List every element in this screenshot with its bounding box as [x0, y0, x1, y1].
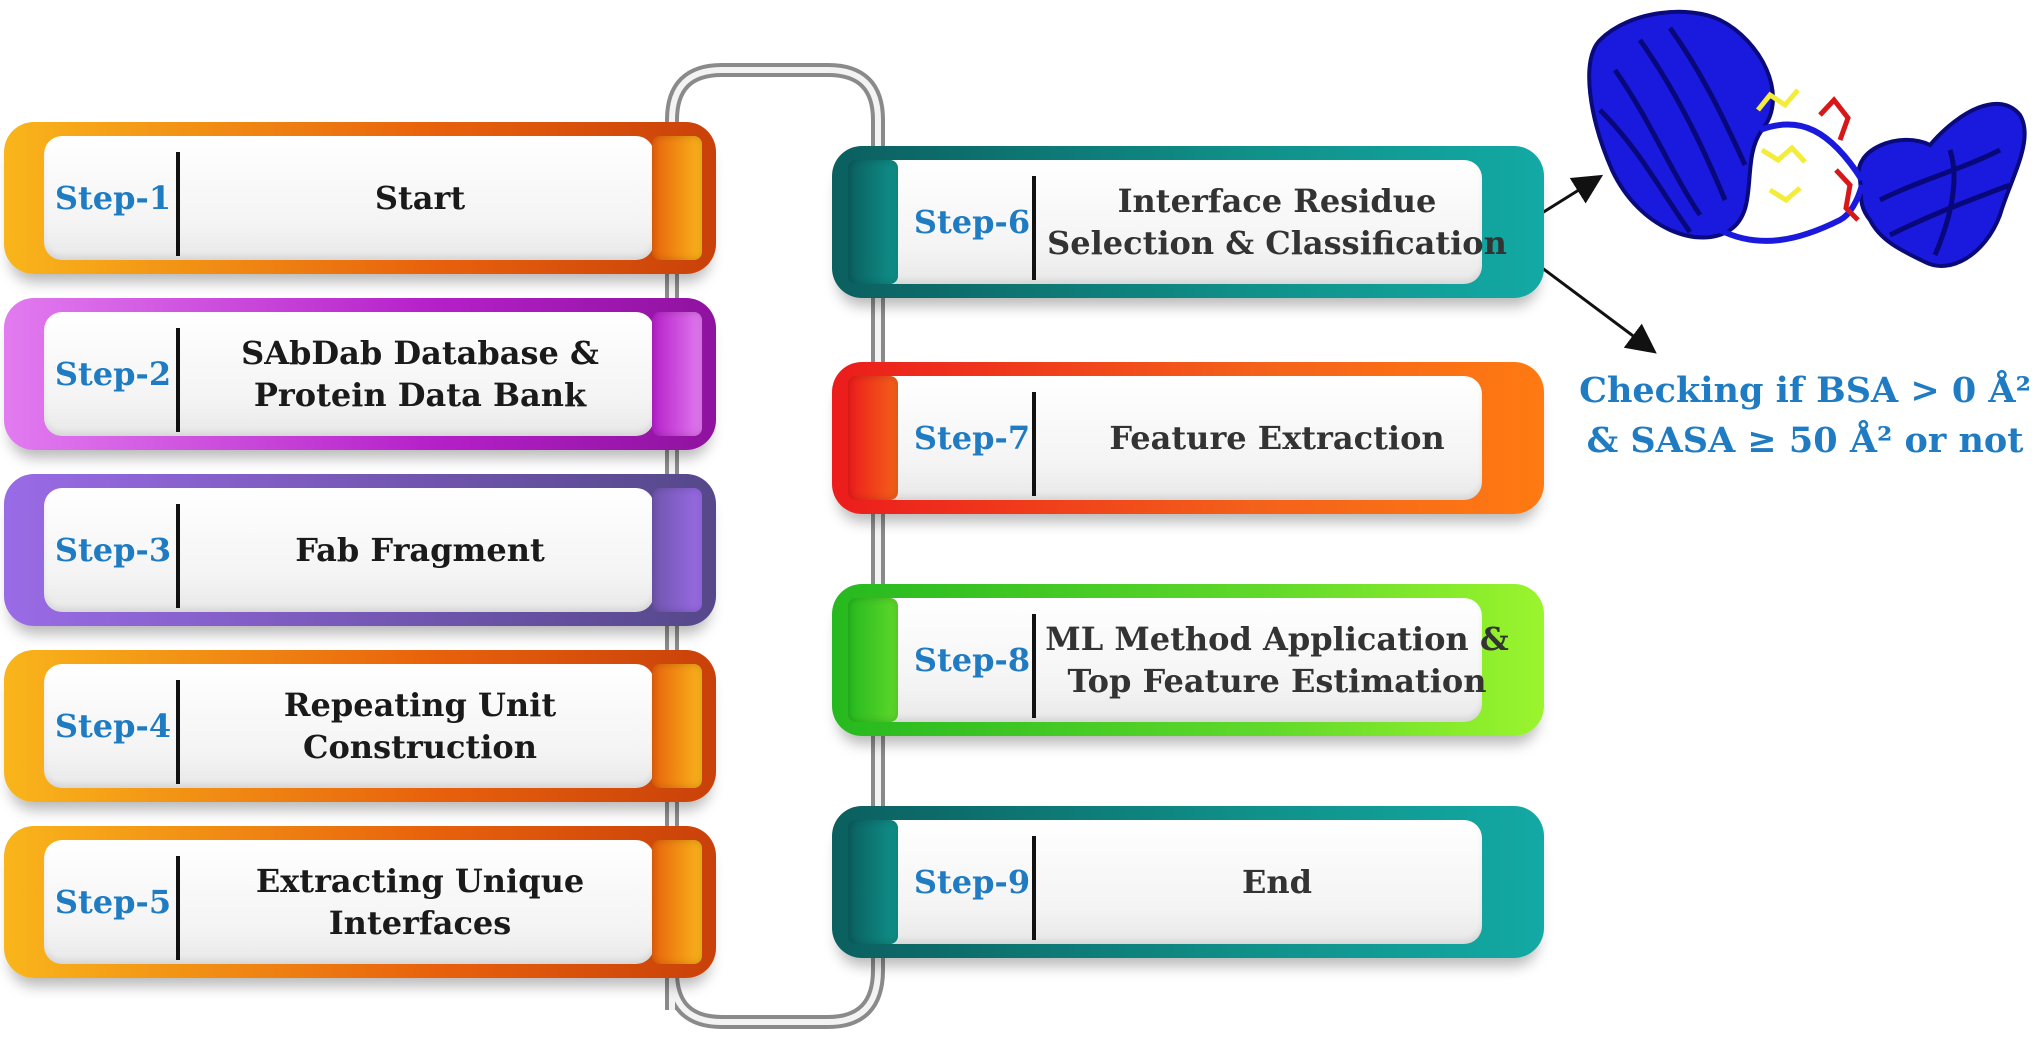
- card-panel: [872, 598, 1482, 722]
- step-6-card: Step-6 Interface Residue Selection & Cla…: [832, 146, 1544, 298]
- residue-yellow: [1756, 88, 1807, 204]
- card-tab: [848, 376, 898, 500]
- card-tab: [652, 136, 702, 260]
- divider: [1032, 392, 1036, 496]
- step-8-card: Step-8 ML Method Application & Top Featu…: [832, 584, 1544, 736]
- step-label: Extracting Unique Interfaces: [255, 862, 585, 942]
- card-tab: [652, 840, 702, 964]
- step-5-card: Step-5 Extracting Unique Interfaces: [4, 826, 716, 978]
- protein-structure-image: [1587, 9, 2027, 268]
- step-label: Feature Extraction: [1109, 419, 1445, 457]
- step-label: SAbDab Database & Protein Data Bank: [241, 334, 599, 414]
- residue-red: [1818, 96, 1860, 222]
- card-tab: [848, 160, 898, 284]
- step-7-card: Step-7 Feature Extraction: [832, 362, 1544, 514]
- step-label: Repeating Unit Construction: [283, 686, 557, 766]
- divider: [176, 328, 180, 432]
- step-9-card: Step-9 End: [832, 806, 1544, 958]
- card-panel: [44, 664, 654, 788]
- step-label: End: [1241, 863, 1313, 901]
- divider: [1032, 836, 1036, 940]
- step-label: Start: [374, 179, 466, 217]
- card-tab: [848, 820, 898, 944]
- step-number: Step-4: [54, 707, 172, 745]
- card-tab: [848, 598, 898, 722]
- card-panel: [872, 376, 1482, 500]
- card-panel: [44, 312, 654, 436]
- step-number: Step-6: [913, 203, 1031, 241]
- card-panel: [872, 820, 1482, 944]
- step-number: Step-1: [54, 179, 172, 217]
- divider: [176, 152, 180, 256]
- step-label: ML Method Application & Top Feature Esti…: [1045, 620, 1509, 700]
- card-tab: [652, 312, 702, 436]
- step-3-card: Step-3 Fab Fragment: [4, 474, 716, 626]
- card-panel: [44, 136, 654, 260]
- card-tab: [652, 664, 702, 788]
- step-number: Step-8: [913, 641, 1031, 679]
- protein-domain-right: [1856, 101, 2027, 268]
- divider: [176, 504, 180, 608]
- card-panel: [44, 488, 654, 612]
- step-1-card: Step-1 Start: [4, 122, 716, 274]
- step-label: Fab Fragment: [295, 531, 545, 569]
- card-tab: [652, 488, 702, 612]
- step-number: Step-3: [54, 531, 172, 569]
- step-label: Interface Residue Selection & Classifica…: [1047, 182, 1507, 262]
- card-panel: [44, 840, 654, 964]
- divider: [176, 680, 180, 784]
- step-4-card: Step-4 Repeating Unit Construction: [4, 650, 716, 802]
- divider: [1032, 176, 1036, 280]
- divider: [176, 856, 180, 960]
- step-2-card: Step-2 SAbDab Database & Protein Data Ba…: [4, 298, 716, 450]
- step-number: Step-2: [54, 355, 172, 393]
- step-number: Step-9: [913, 863, 1031, 901]
- step-number: Step-7: [913, 419, 1031, 457]
- protein-domain-left: [1587, 9, 1775, 240]
- step-number: Step-5: [54, 883, 172, 921]
- bsa-sasa-note: Checking if BSA > 0 Å² & SASA ≥ 50 Å² or…: [1579, 370, 2031, 461]
- divider: [1032, 614, 1036, 718]
- card-panel: [872, 160, 1482, 284]
